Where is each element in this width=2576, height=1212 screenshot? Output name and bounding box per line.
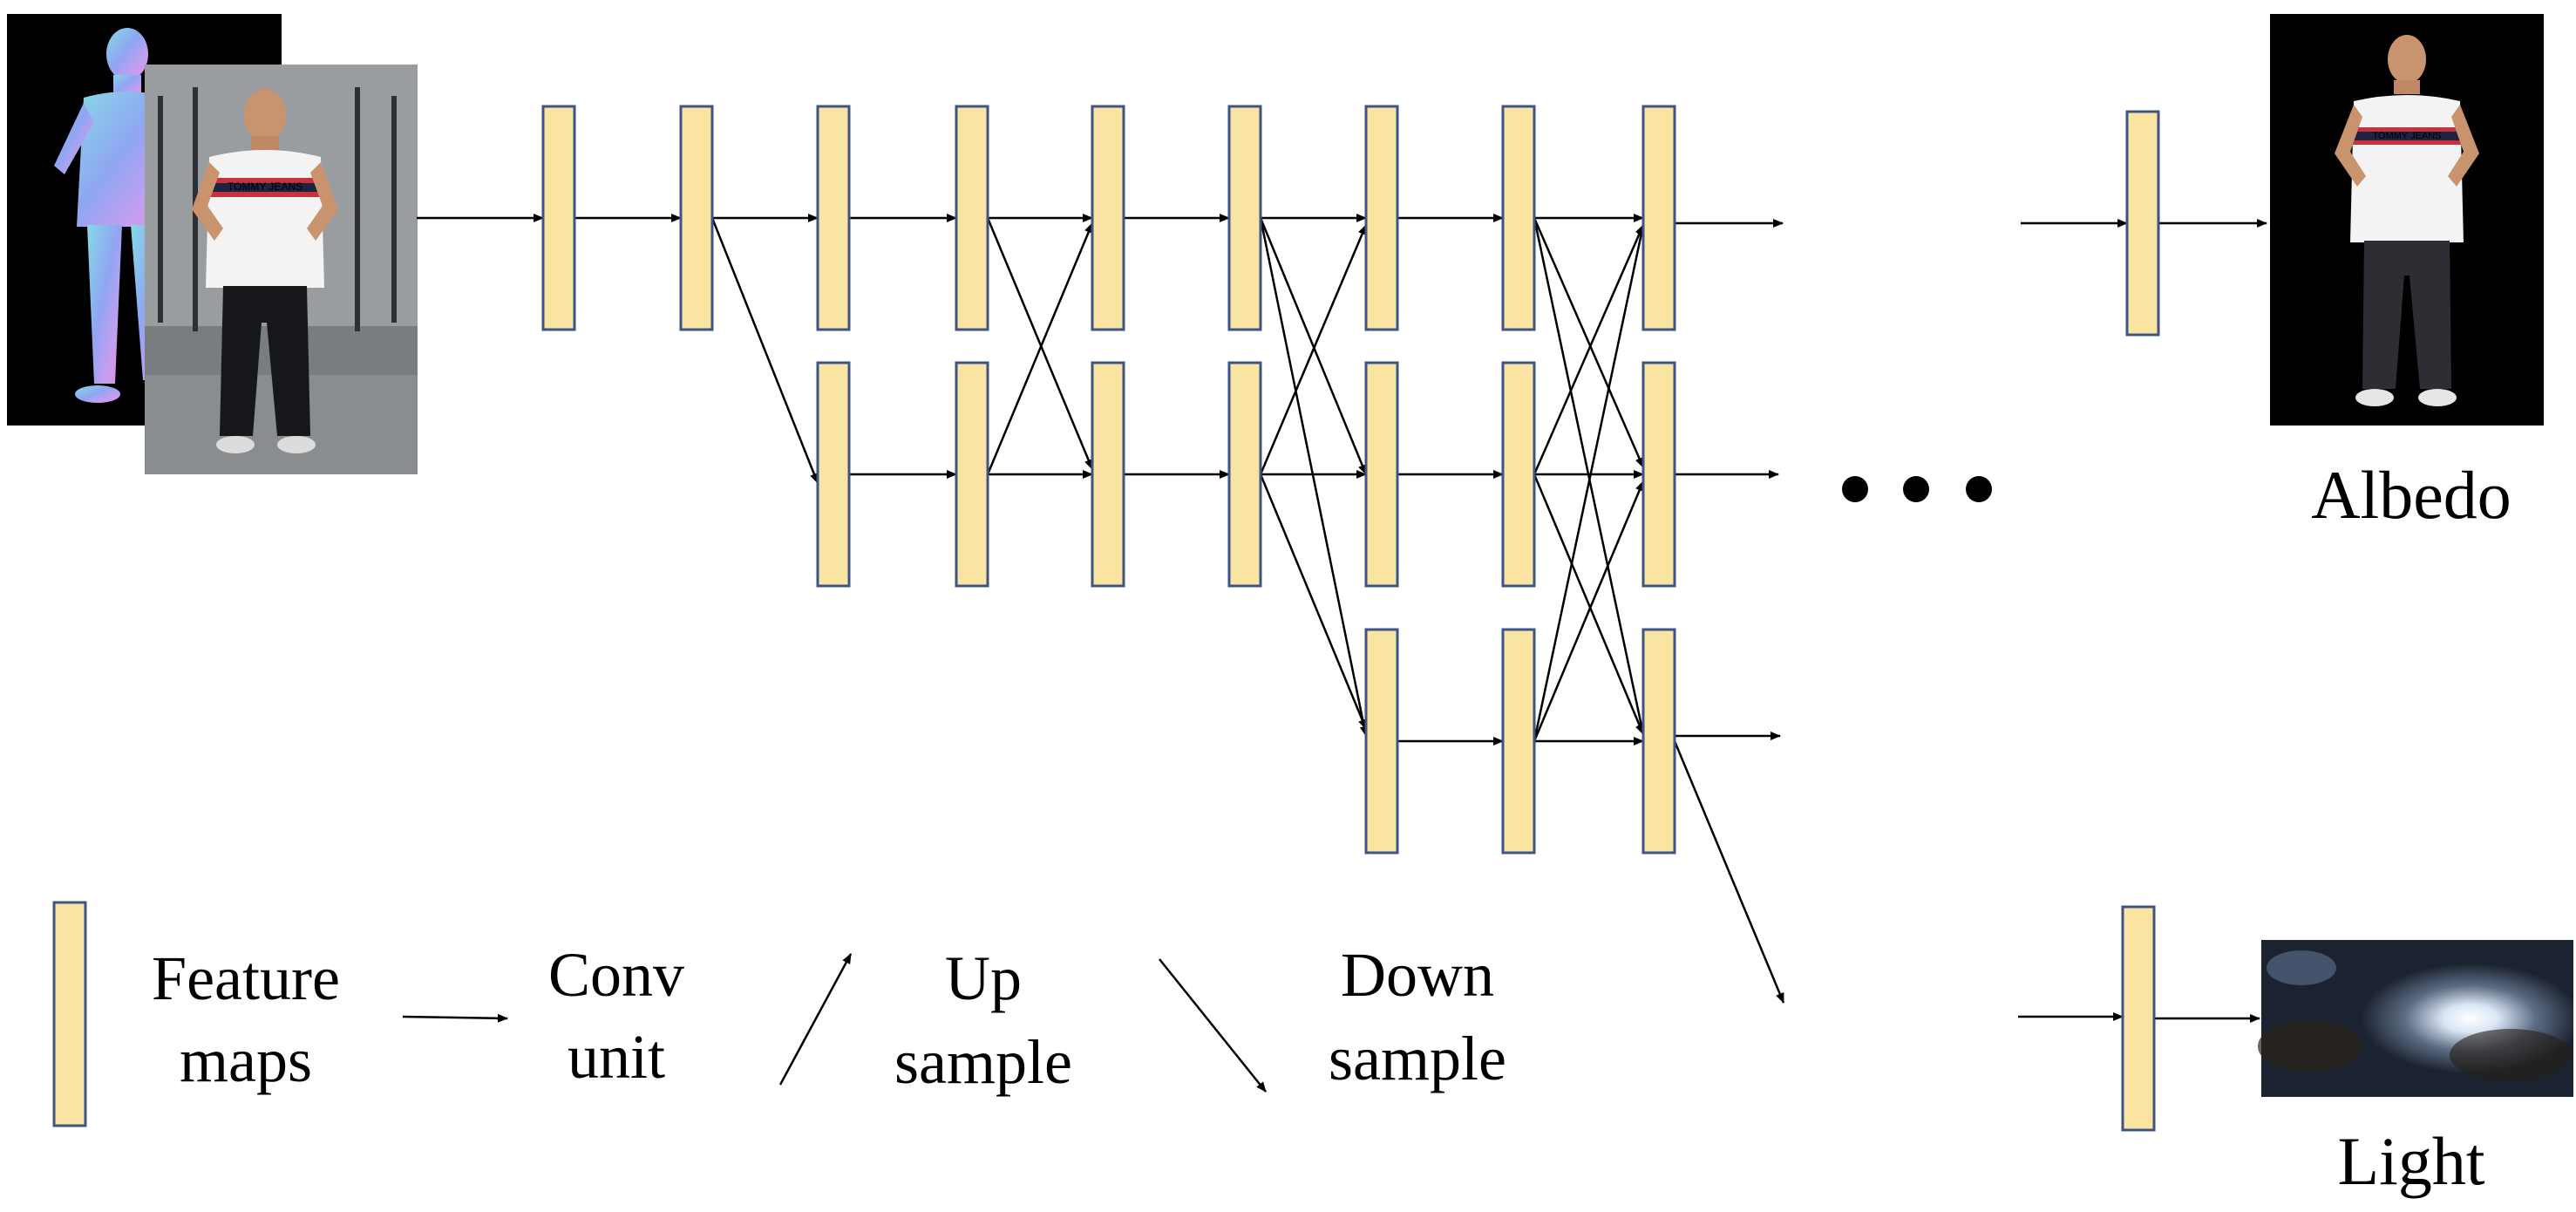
feature-map-c5-r2 bbox=[1091, 361, 1125, 588]
feature-map-light-head bbox=[2121, 905, 2156, 1132]
up-arrow bbox=[1259, 224, 1368, 475]
feature-map-c5-r1 bbox=[1091, 105, 1125, 331]
legend-up-line1: Up bbox=[945, 943, 1022, 1013]
up-arrow bbox=[1533, 480, 1645, 742]
feature-map-c1-r1 bbox=[541, 105, 576, 331]
feature-map-c9-r2 bbox=[1641, 361, 1676, 588]
down-arrow bbox=[1533, 473, 1645, 735]
legend-conv-arrow bbox=[402, 1013, 508, 1023]
albedo-label: Albedo bbox=[2311, 457, 2511, 533]
down-arrow bbox=[1259, 217, 1368, 475]
legend-down-arrow bbox=[1159, 958, 1267, 1093]
feature-map-c7-r2 bbox=[1364, 361, 1399, 588]
feature-map-c2-r1 bbox=[679, 105, 714, 331]
legend-conv-line1: Conv bbox=[548, 940, 684, 1010]
down-arrow bbox=[986, 217, 1094, 470]
ellipsis-dots bbox=[1842, 476, 1992, 502]
legend-feature-line1: Feature bbox=[152, 943, 340, 1013]
feature-map-c9-r3 bbox=[1641, 628, 1676, 855]
feature-map-c7-r3 bbox=[1364, 628, 1399, 855]
down-arrow bbox=[1533, 217, 1646, 735]
feature-map-c4-r1 bbox=[955, 105, 989, 331]
up-arrow bbox=[1533, 224, 1646, 742]
light-image bbox=[2258, 940, 2573, 1097]
albedo-shirt-text: TOMMY JEANS bbox=[2372, 131, 2441, 141]
down-arrow bbox=[1259, 217, 1369, 737]
feature-map-c8-r3 bbox=[1501, 628, 1536, 855]
feature-map-c4-r2 bbox=[955, 361, 989, 588]
down-arrow bbox=[710, 217, 819, 484]
up-arrow bbox=[1533, 224, 1645, 475]
legend-down-line2: sample bbox=[1329, 1024, 1506, 1093]
shirt-text: TOMMY JEANS bbox=[228, 180, 302, 193]
albedo-image: TOMMY JEANS bbox=[2270, 14, 2544, 426]
feature-map-c8-r1 bbox=[1501, 105, 1536, 331]
feature-map-layer bbox=[52, 105, 2160, 1132]
legend-feature-line2: maps bbox=[180, 1025, 312, 1095]
light-label: Light bbox=[2338, 1123, 2485, 1199]
arrow-layer bbox=[402, 214, 2267, 1093]
feature-map-c6-r2 bbox=[1227, 361, 1262, 588]
legend-feature-map bbox=[52, 901, 87, 1127]
feature-map-c8-r2 bbox=[1501, 361, 1536, 588]
legend-conv-line2: unit bbox=[568, 1022, 665, 1092]
down-arrow bbox=[1673, 740, 1785, 1004]
up-arrow bbox=[986, 222, 1094, 475]
feature-map-c7-r1 bbox=[1364, 105, 1399, 331]
feature-map-albedo-head bbox=[2125, 110, 2160, 337]
down-arrow bbox=[1533, 217, 1645, 468]
legend-up-line2: sample bbox=[894, 1027, 1072, 1097]
input-photo: TOMMY JEANS bbox=[145, 65, 418, 474]
feature-map-c3-r2 bbox=[816, 361, 851, 588]
down-arrow bbox=[1259, 473, 1368, 730]
feature-map-c6-r1 bbox=[1227, 105, 1262, 331]
legend-down-line1: Down bbox=[1341, 940, 1494, 1010]
feature-map-c9-r1 bbox=[1641, 105, 1676, 331]
legend-up-arrow bbox=[778, 953, 853, 1086]
feature-map-c3-r1 bbox=[816, 105, 851, 331]
